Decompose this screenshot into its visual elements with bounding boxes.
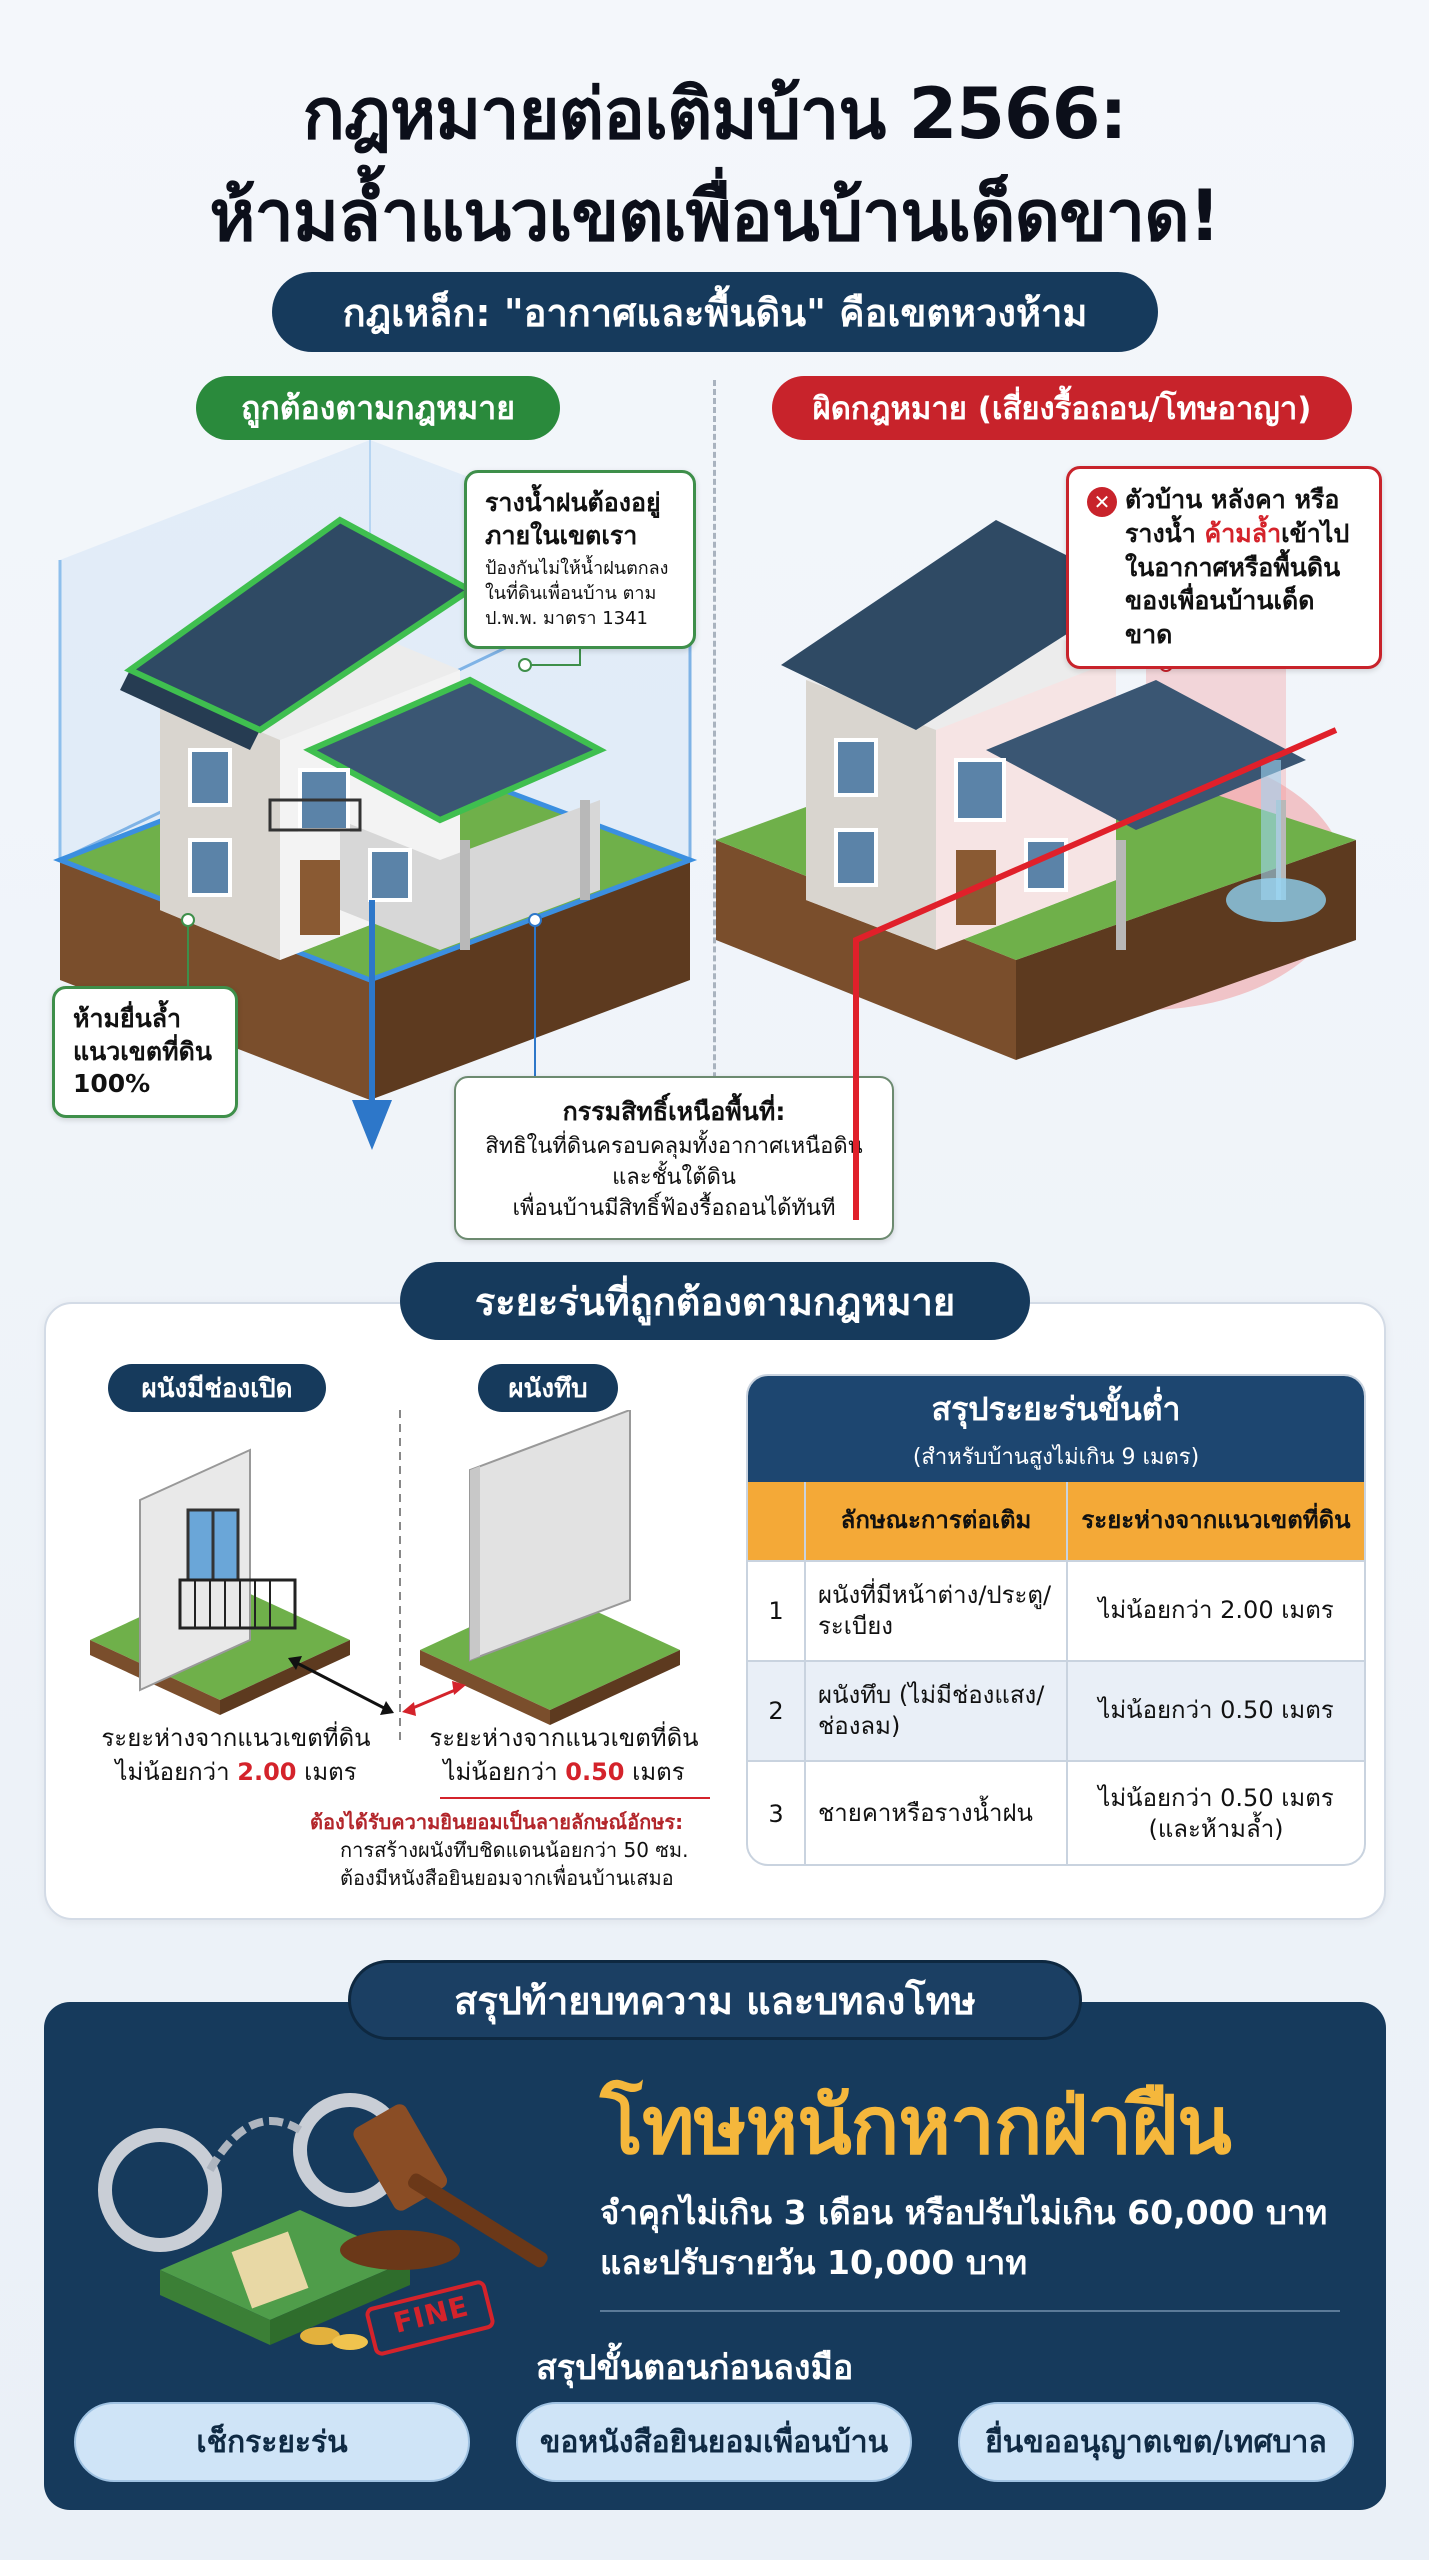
consent-note-title: ต้องได้รับความยินยอมเป็นลายลักษณ์อักษร: — [310, 1810, 684, 1834]
table-row-number: 2 — [748, 1662, 806, 1760]
page-title-line2: ห้ามล้ำแนวเขตเพื่อนบ้านเด็ดขาด! — [209, 175, 1220, 257]
rule-banner: กฎเหล็ก: "อากาศและพื้นดิน" คือเขตหวงห้าม — [272, 272, 1158, 352]
step-pill-check-setback: เช็กระยะร่น — [74, 2402, 470, 2482]
setback-summary-table: สรุประยะร่นขั้นต่ำ (สำหรับบ้านสูงไม่เกิน… — [746, 1374, 1366, 1866]
page-title-line1: กฎหมายต่อเติมบ้าน 2566: — [302, 73, 1128, 155]
step-pill-neighbor-consent: ขอหนังสือยินยอมเพื่อนบ้าน — [516, 2402, 912, 2482]
setback-wall-illustration — [90, 1410, 680, 1740]
gutter-callout-heading: รางน้ำฝนต้องอยู่ภายในเขตเรา — [485, 488, 661, 550]
solid-wall-caption-value: 0.50 — [565, 1757, 625, 1786]
table-row-type: ชายคาหรือรางน้ำฝน — [806, 1762, 1068, 1864]
steps-title: สรุปขั้นตอนก่อนลงมือ — [536, 2348, 854, 2388]
ownership-callout-heading: กรรมสิทธิ์เหนือพื้นที่: — [562, 1097, 786, 1126]
solid-wall-caption: ระยะห่างจากแนวเขตที่ดิน ไม่น้อยกว่า 0.50… — [406, 1722, 722, 1789]
no-extend-callout-text: ห้ามยื่นล้ำแนวเขตที่ดิน 100% — [73, 1004, 212, 1098]
solid-wall-caption-post: เมตร — [624, 1757, 685, 1786]
consent-note-body1: การสร้างผนังทึบชิดแดนน้อยกว่า 50 ซม. — [340, 1838, 689, 1862]
solid-wall-label: ผนังทึบ — [478, 1364, 618, 1412]
solid-wall-caption-pre: ไม่น้อยกว่า — [443, 1757, 566, 1786]
open-wall-caption-line1: ระยะห่างจากแนวเขตที่ดิน — [101, 1724, 371, 1752]
penalty-headline: โทษหนักหากฝ่าฝืน — [600, 2079, 1232, 2172]
step-pill-permit: ยื่นขออนุญาตเขต/เทศบาล — [958, 2402, 1354, 2482]
open-wall-caption-pre: ไม่น้อยกว่า — [115, 1757, 238, 1786]
handcuffs-gavel-money-illustration — [98, 2093, 548, 2356]
ownership-callout-body3: เพื่อนบ้านมีสิทธิ์ฟ้องรื้อถอนได้ทันที — [512, 1195, 836, 1221]
table-row: 1 ผนังที่มีหน้าต่าง/ประตู/ระเบียง ไม่น้อ… — [748, 1560, 1364, 1660]
illegal-callout-post: เข้าไปในอากาศหรือพื้นดินของเพื่อนบ้านเด็… — [1125, 518, 1350, 649]
gutter-callout-body: ป้องกันไม่ให้น้ำฝนตกลงในที่ดินเพื่อนบ้าน… — [485, 558, 669, 630]
open-wall-caption-value: 2.00 — [237, 1757, 297, 1786]
table-row-distance: ไม่น้อยกว่า 2.00 เมตร — [1098, 1596, 1334, 1625]
table-column-headers: ลักษณะการต่อเติม ระยะห่างจากแนวเขตที่ดิน — [748, 1482, 1364, 1560]
section-divider — [713, 380, 716, 1240]
table-row: 3 ชายคาหรือรางน้ำฝน ไม่น้อยกว่า 0.50 เมต… — [748, 1760, 1364, 1864]
ownership-callout-body1: สิทธิในที่ดินครอบคลุมทั้งอากาศเหนือดิน — [485, 1134, 863, 1159]
table-row-type: ผนังที่มีหน้าต่าง/ประตู/ระเบียง — [806, 1562, 1068, 1660]
open-wall-caption-post: เมตร — [296, 1757, 357, 1786]
illegal-callout-highlight: ค้ามล้ำ — [1204, 518, 1282, 548]
table-row-distance: ไม่น้อยกว่า 0.50 เมตร — [1098, 1783, 1334, 1812]
illegal-house-illustration — [716, 520, 1356, 1220]
table-row: 2 ผนังทึบ (ไม่มีช่องแสง/ช่องลม) ไม่น้อยก… — [748, 1660, 1364, 1760]
legal-label: ถูกต้องตามกฎหมาย — [196, 376, 560, 440]
ownership-callout-body2: และชั้นใต้ดิน — [612, 1164, 736, 1190]
table-row-number: 3 — [748, 1762, 806, 1864]
open-wall-label: ผนังมีช่องเปิด — [108, 1364, 326, 1412]
table-col-distance: ระยะห่างจากแนวเขตที่ดิน — [1081, 1506, 1351, 1535]
solid-wall-caption-line1: ระยะห่างจากแนวเขตที่ดิน — [429, 1724, 699, 1752]
summary-banner: สรุปท้ายบทความ และบทลงโทษ — [348, 1960, 1082, 2040]
open-wall-caption: ระยะห่างจากแนวเขตที่ดิน ไม่น้อยกว่า 2.00… — [76, 1722, 396, 1789]
penalty-line2: และปรับรายวัน 10,000 บาท — [600, 2243, 1028, 2282]
error-x-icon: ✕ — [1087, 487, 1117, 517]
consent-note-body2: ต้องมีหนังสือยินยอมจากเพื่อนบ้านเสมอ — [340, 1866, 674, 1890]
table-row-number: 1 — [748, 1562, 806, 1660]
consent-divider — [440, 1797, 710, 1799]
table-col-number — [748, 1482, 806, 1560]
table-row-type: ผนังทึบ (ไม่มีช่องแสง/ช่องลม) — [806, 1662, 1068, 1760]
table-row-note: (และห้ามล้ำ) — [1148, 1815, 1284, 1843]
table-subtitle: (สำหรับบ้านสูงไม่เกิน 9 เมตร) — [912, 1445, 1200, 1470]
table-row-distance: ไม่น้อยกว่า 0.50 เมตร — [1098, 1696, 1334, 1725]
table-row-distance-cell: ไม่น้อยกว่า 0.50 เมตร (และห้ามล้ำ) — [1068, 1762, 1364, 1864]
consent-note: ต้องได้รับความยินยอมเป็นลายลักษณ์อักษร: … — [310, 1808, 750, 1892]
table-title: สรุประยะร่นขั้นต่ำ — [931, 1390, 1181, 1428]
penalty-divider — [600, 2310, 1340, 2312]
setback-banner: ระยะร่นที่ถูกต้องตามกฎหมาย — [400, 1262, 1030, 1340]
illegal-label: ผิดกฎหมาย (เสี่ยงรื้อถอน/โทษอาญา) — [772, 376, 1352, 440]
illegal-callout-pre: ตัวบ้าน หลังคา หรือ รางน้ำ — [1125, 485, 1340, 548]
table-header: สรุประยะร่นขั้นต่ำ (สำหรับบ้านสูงไม่เกิน… — [748, 1376, 1364, 1482]
ownership-callout: กรรมสิทธิ์เหนือพื้นที่: สิทธิในที่ดินครอ… — [454, 1076, 894, 1241]
illegal-callout: ✕ ตัวบ้าน หลังคา หรือ รางน้ำ ค้ามล้ำเข้า… — [1066, 466, 1382, 669]
gutter-callout: รางน้ำฝนต้องอยู่ภายในเขตเรา ป้องกันไม่ให… — [464, 470, 696, 649]
penalty-line1: จำคุกไม่เกิน 3 เดือน หรือปรับไม่เกิน 60,… — [600, 2193, 1328, 2232]
legal-house-illustration — [53, 440, 698, 1150]
no-extend-callout: ห้ามยื่นล้ำแนวเขตที่ดิน 100% — [52, 986, 238, 1118]
table-col-type: ลักษณะการต่อเติม — [806, 1482, 1068, 1560]
